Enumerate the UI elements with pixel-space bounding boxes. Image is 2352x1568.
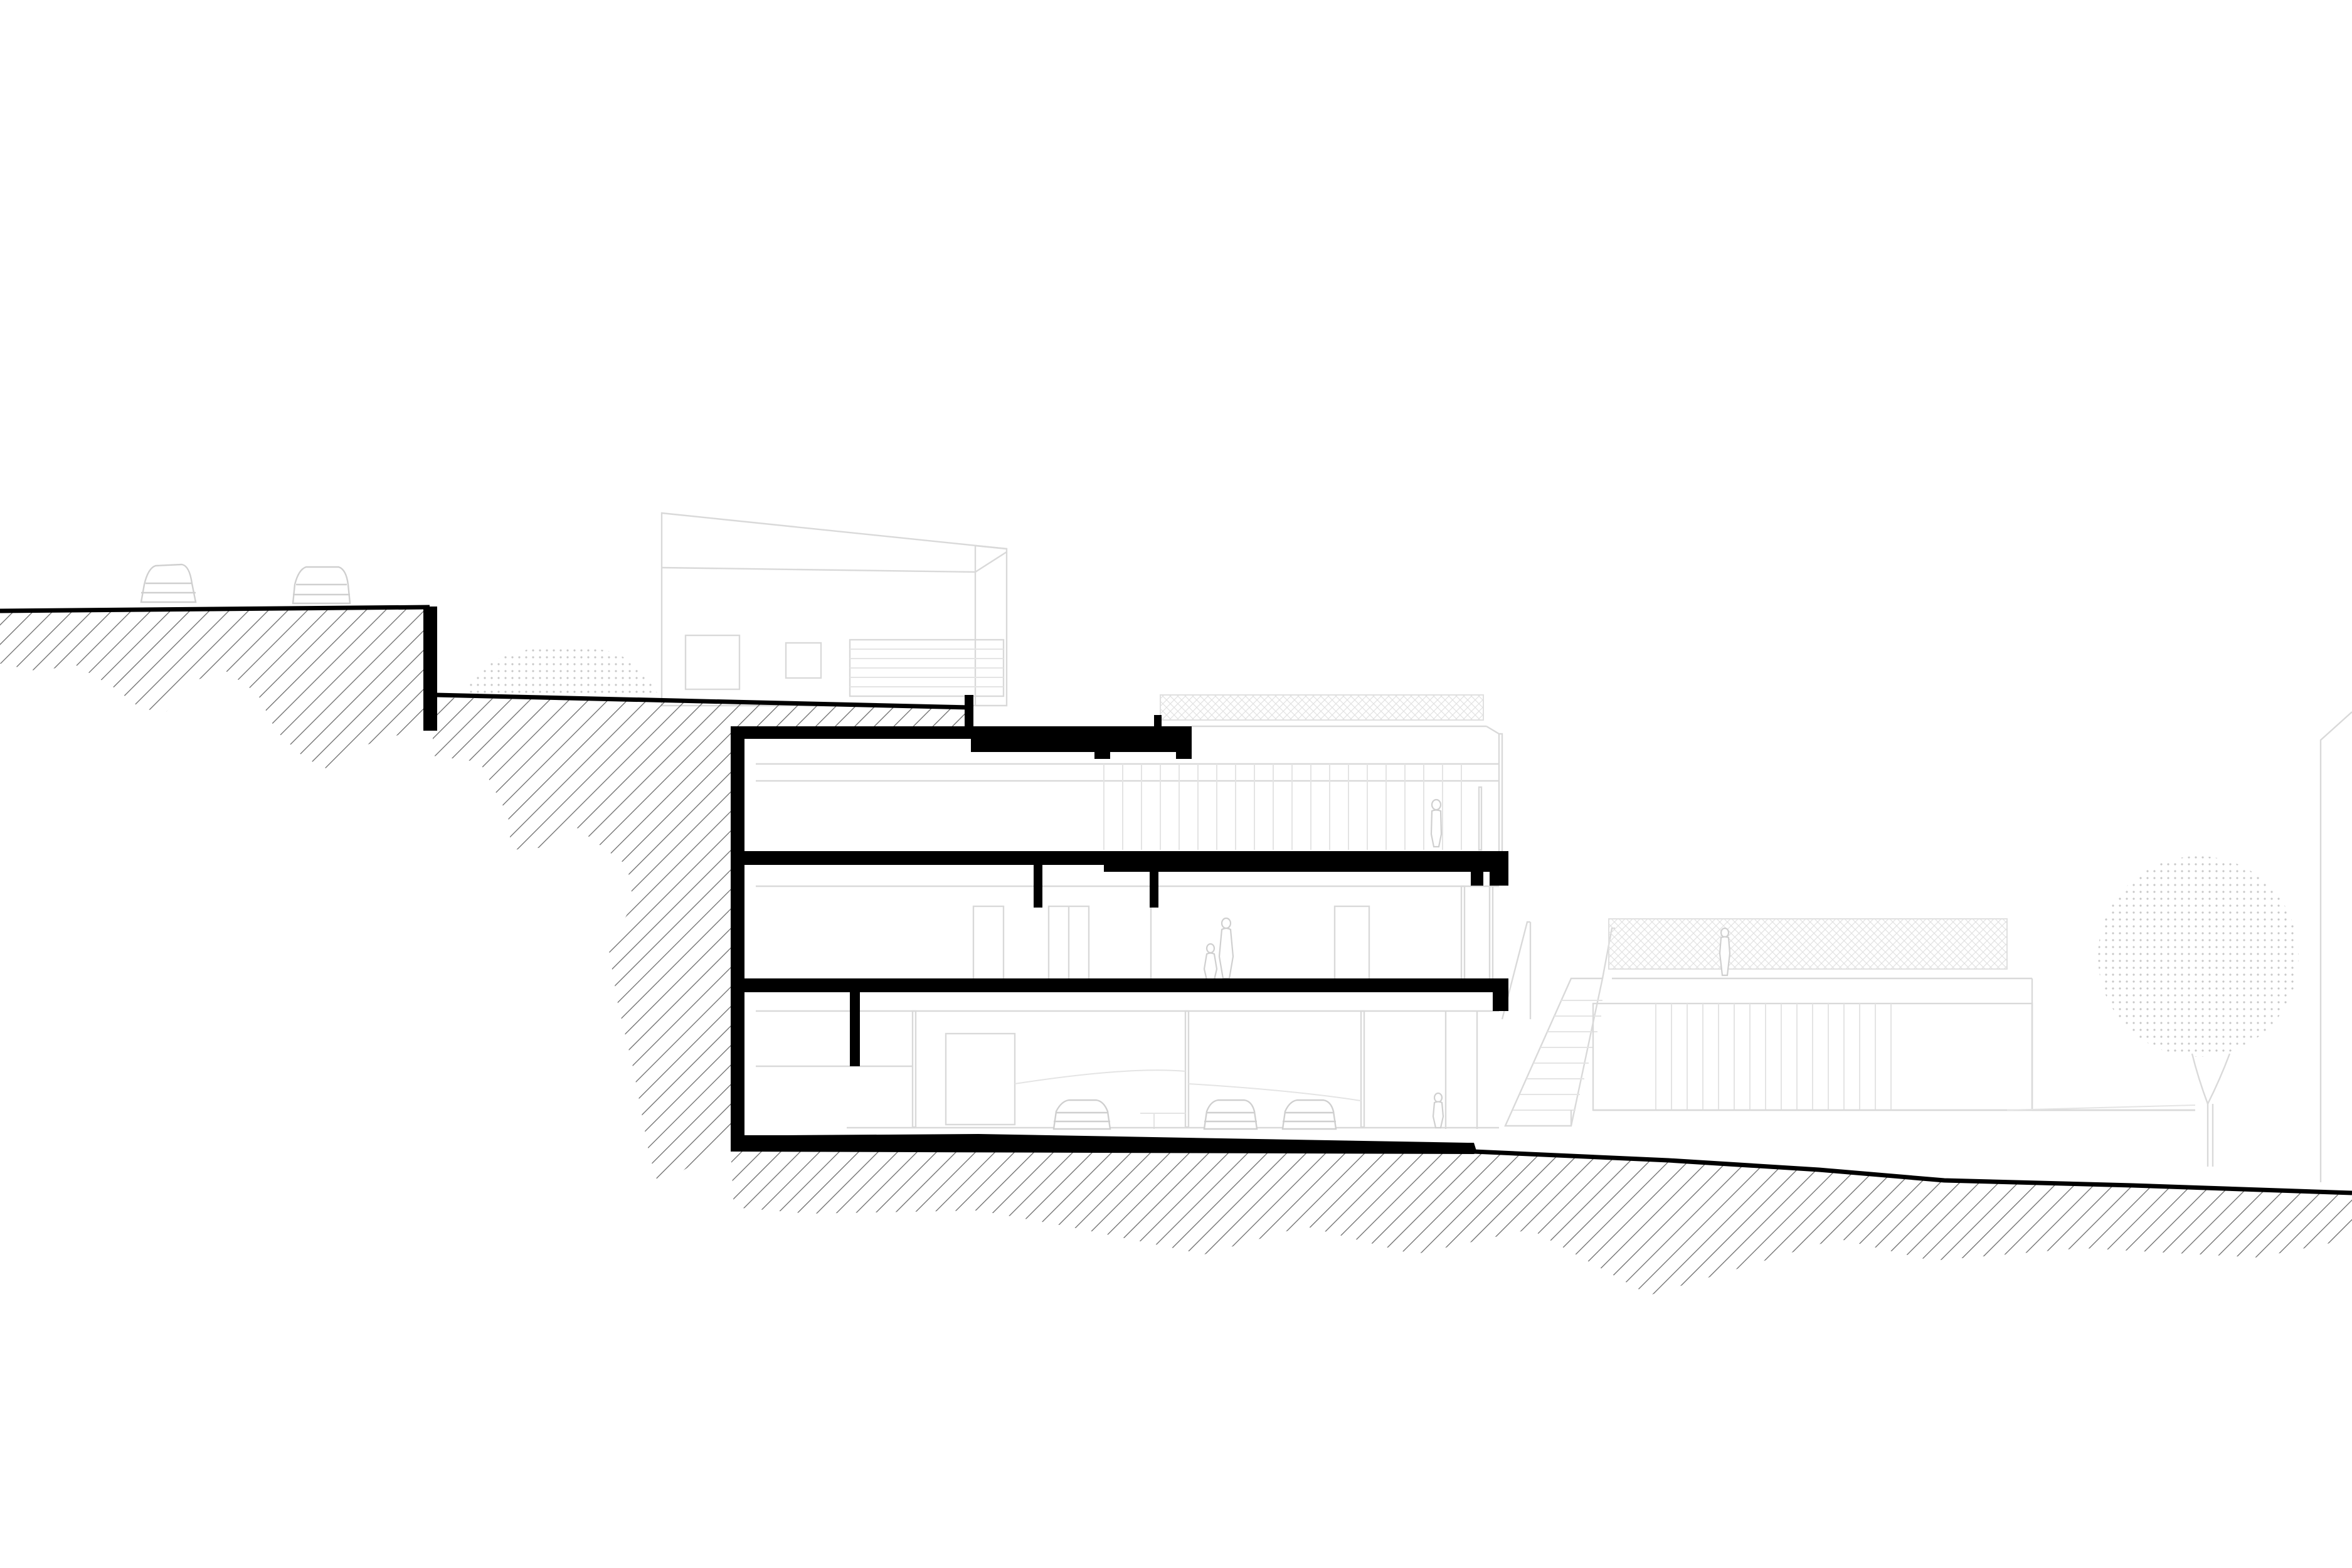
house-window-left — [684, 634, 741, 691]
upper-level-projection — [756, 694, 1503, 864]
ground-slab — [731, 1134, 1477, 1154]
person-terrace — [1719, 927, 1731, 977]
cars — [140, 563, 1337, 1130]
upper-floor-beam-b — [1150, 865, 1158, 908]
parking-door — [945, 1032, 1016, 1126]
terrace-building — [1592, 918, 2196, 1111]
upper-floor-post — [1471, 865, 1483, 886]
person-parking-level — [1432, 1092, 1444, 1129]
upper-floor-balustrade — [1490, 851, 1508, 886]
car-parking-2 — [1203, 1099, 1258, 1130]
middle-level-projection — [756, 885, 1499, 983]
retaining-wall — [423, 607, 437, 731]
car-upper-road-1 — [140, 563, 197, 603]
parking-level-projection — [756, 1010, 1499, 1129]
upper-level-cladding — [1103, 764, 1462, 850]
middle-door-left — [972, 905, 1005, 983]
roof-slab-step — [971, 731, 1181, 752]
tree — [2098, 856, 2299, 1167]
upper-road-earth — [0, 607, 433, 771]
house-window-right — [785, 642, 822, 679]
garden-terrace-line — [435, 692, 970, 710]
person-middle-level-b — [1203, 943, 1218, 981]
distant-house-edge — [2319, 711, 2352, 1182]
hilltop-house — [660, 512, 1008, 707]
retaining-earth — [433, 697, 966, 1185]
roof-upstand — [1154, 715, 1162, 730]
parapet-post — [965, 695, 973, 734]
lower-ground-earth — [731, 1148, 2352, 1295]
upper-floor-beam-a — [1034, 865, 1042, 908]
cut-elements — [0, 605, 2352, 1195]
house-louvre-panel — [849, 638, 1005, 697]
earth-hatch — [0, 607, 2352, 1295]
terrace-building-cladding — [1655, 1004, 1892, 1110]
upper-floor-edge — [1104, 858, 1508, 872]
shrub-dots — [464, 645, 659, 697]
exterior-wall — [731, 726, 744, 1150]
people — [1203, 798, 1731, 1129]
middle-floor-edge — [1493, 978, 1508, 1011]
car-upper-road-2 — [292, 566, 351, 605]
ground-profile — [0, 605, 430, 613]
car-parking-1 — [1052, 1099, 1111, 1130]
middle-floor-beam — [850, 992, 860, 1066]
background-elevation — [464, 512, 2352, 1182]
middle-door-right — [1333, 905, 1370, 983]
lower-ground-profile — [1473, 1149, 2352, 1195]
exterior-stair — [1501, 921, 1615, 1127]
person-middle-level-a — [1218, 917, 1234, 980]
person-upper-level — [1430, 798, 1443, 848]
middle-floor-slab — [731, 978, 1508, 992]
car-parking-3 — [1281, 1099, 1337, 1130]
